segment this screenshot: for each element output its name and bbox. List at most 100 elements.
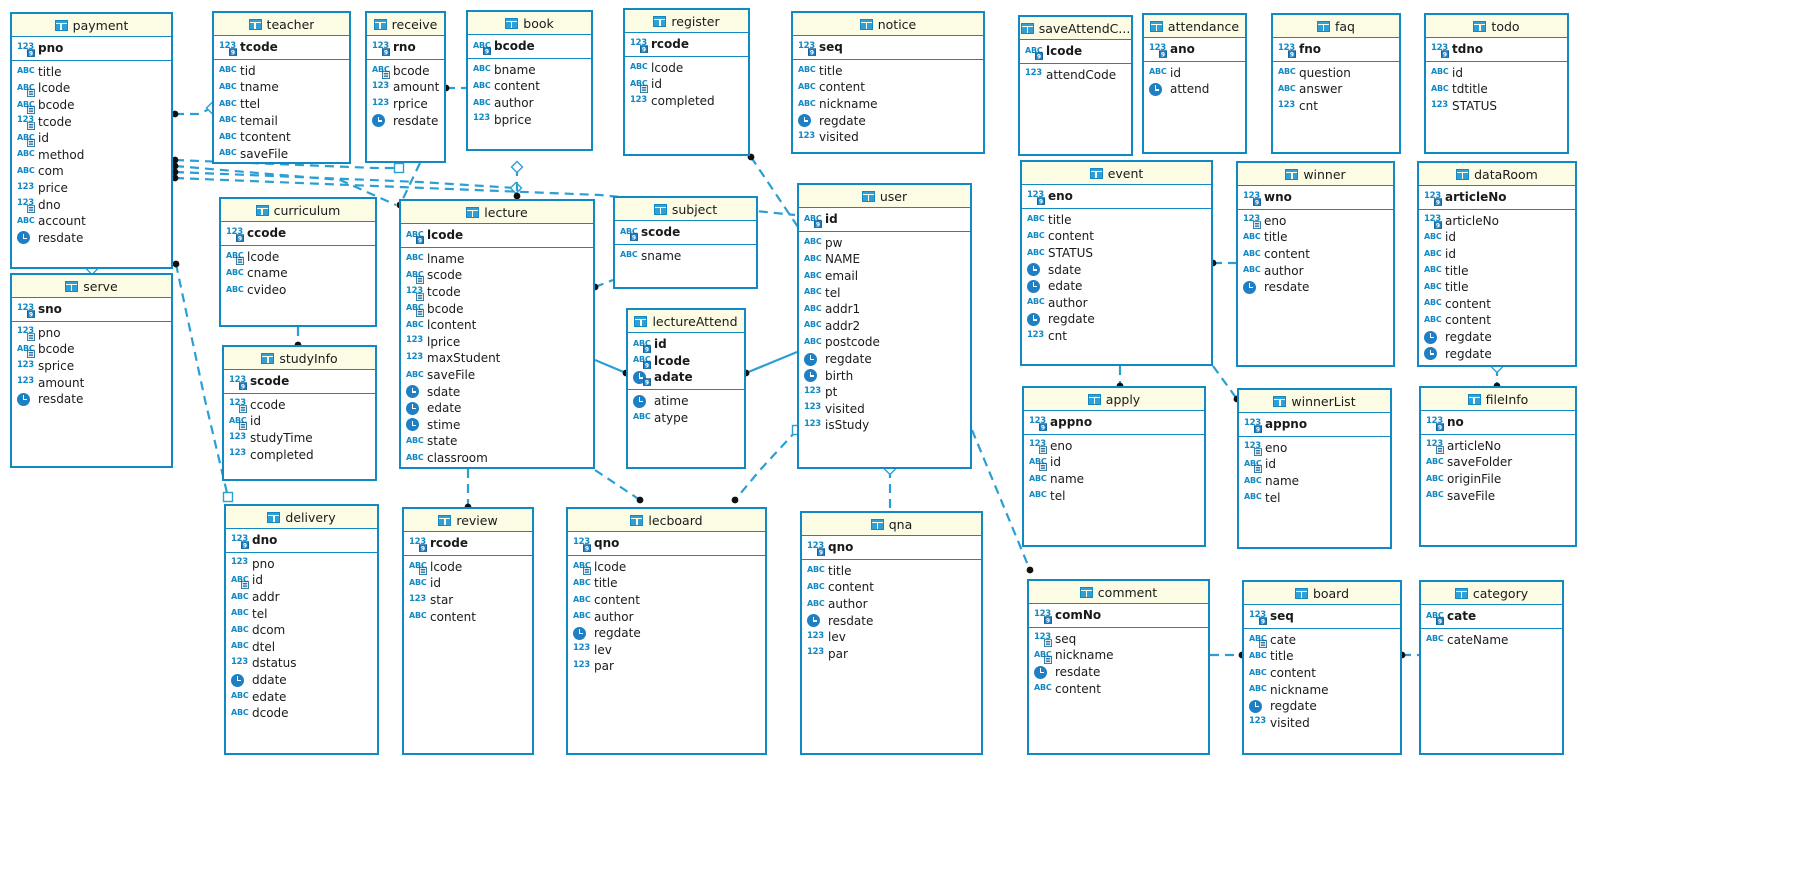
numeric-type-icon: 123 xyxy=(807,630,824,641)
column-row: regdate xyxy=(799,351,970,368)
column-row: regdate xyxy=(1419,329,1575,346)
relationship-lecture-review xyxy=(464,469,472,511)
column-name: qno xyxy=(594,536,620,551)
entity-name: saveAttendC... xyxy=(1038,20,1131,36)
relationship-user-qna xyxy=(883,462,897,511)
column-name: sprice xyxy=(38,359,75,374)
column-name: cnt xyxy=(1299,99,1318,114)
key-badge-icon: 9 xyxy=(1039,423,1047,431)
column-name: bcode xyxy=(393,63,430,78)
table-icon xyxy=(861,190,875,202)
column-name: pno xyxy=(38,41,64,56)
string-type-icon: ABC xyxy=(1424,231,1442,241)
string-type-icon: ABC xyxy=(804,320,822,330)
column-name: amount xyxy=(38,375,85,390)
column-name: cnt xyxy=(1048,329,1067,344)
table-icon xyxy=(1473,20,1487,32)
column-name: saveFolder xyxy=(1447,455,1513,470)
string-type-icon: ABC xyxy=(1431,83,1449,93)
table-icon xyxy=(267,511,281,523)
column-name: seq xyxy=(1270,609,1294,624)
column-name: qno xyxy=(828,540,854,555)
entity-header: lecboard xyxy=(568,509,765,532)
column-row: stime xyxy=(401,417,593,434)
string-type-icon: ABC xyxy=(17,99,35,114)
entity-header: dataRoom xyxy=(1419,163,1575,186)
column-name: ano xyxy=(1170,42,1195,57)
string-type-icon: ABC xyxy=(1426,456,1444,466)
string-type-icon: ABC xyxy=(1034,683,1052,693)
entity-name: todo xyxy=(1491,18,1520,34)
column-name: resdate xyxy=(1264,280,1310,295)
column-name: lcode xyxy=(427,228,464,243)
string-type-icon: ABC xyxy=(1243,248,1261,258)
svg-text:9: 9 xyxy=(241,383,245,390)
entity-name: faq xyxy=(1335,18,1355,34)
numeric-type-icon: 123 xyxy=(804,418,821,429)
string-type-icon: ABC xyxy=(473,97,491,107)
string-type-icon: ABC xyxy=(1029,490,1047,500)
column-name: tname xyxy=(240,80,279,95)
entity-name: receive xyxy=(391,16,438,32)
clock-icon xyxy=(372,114,389,128)
string-type-icon: ABC xyxy=(17,66,35,76)
index-badge-icon xyxy=(27,105,35,114)
